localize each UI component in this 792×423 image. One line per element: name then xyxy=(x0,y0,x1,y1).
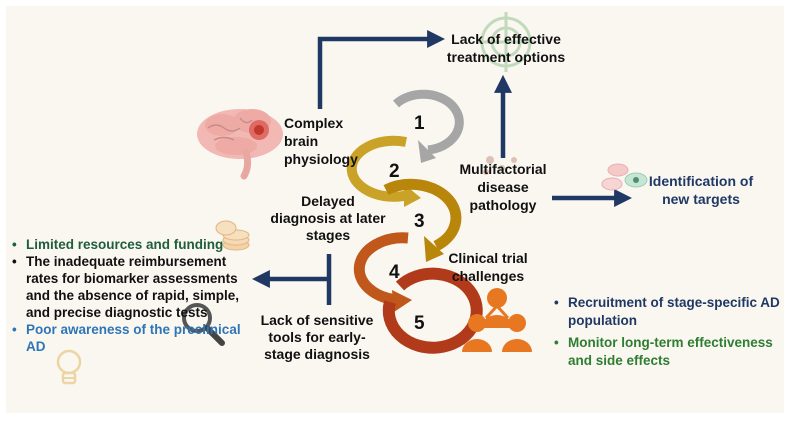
stage-number-3: 3 xyxy=(414,211,425,232)
people-icon xyxy=(462,288,532,352)
label-line: Lack of effective xyxy=(451,31,561,47)
right-bullet-monitor: • Monitor long-term effectiveness and si… xyxy=(552,334,784,370)
bullet-marker: • xyxy=(12,254,17,269)
bullet-text: Recruitment of stage-specific AD populat… xyxy=(568,295,780,328)
label-lack-of-effective-treatment: Lack of effective treatment options xyxy=(440,30,572,66)
label-identification-of-new-targets: Identification of new targets xyxy=(636,172,766,208)
label-complex-brain-physiology: Complex brain physiology xyxy=(284,114,358,168)
label-line: diagnosis at later xyxy=(270,210,386,226)
label-line: Multifactorial xyxy=(459,161,547,177)
bullet-text: Limited resources and funding xyxy=(26,237,224,252)
label-line: physiology xyxy=(284,151,358,167)
bullet-text: Poor awareness of the preclinical AD xyxy=(26,322,241,354)
label-line: stages xyxy=(305,227,351,243)
label-line: Lack of sensitive xyxy=(260,312,374,328)
stage-3-arrowhead xyxy=(424,236,444,262)
label-line: challenges xyxy=(451,268,525,284)
stage-1-arrowhead xyxy=(418,140,436,163)
bullet-marker: • xyxy=(12,322,17,337)
label-line: Clinical trial xyxy=(448,250,528,266)
right-bullet-recruitment: • Recruitment of stage-specific AD popul… xyxy=(552,294,784,330)
label-line: brain xyxy=(284,133,319,149)
bullet-text: The inadequate reimbursement rates for b… xyxy=(26,254,240,320)
stage-2-arc xyxy=(346,135,414,202)
label-line: Delayed xyxy=(301,193,355,209)
label-multifactorial-pathology: Multifactorial disease pathology xyxy=(442,160,564,214)
label-clinical-trial-challenges: Clinical trial challenges xyxy=(432,249,544,285)
background-panel xyxy=(6,6,784,413)
molecule-icon xyxy=(483,156,517,175)
brain-icon xyxy=(197,109,283,180)
left-bullet-poor-awareness: • Poor awareness of the preclinical AD xyxy=(10,321,242,355)
label-line: treatment options xyxy=(446,49,566,65)
stage-4-arrowhead xyxy=(392,290,412,312)
bullet-marker: • xyxy=(554,295,559,310)
label-lack-of-sensitive-tools: Lack of sensitive tools for early- stage… xyxy=(244,312,390,363)
bullet-marker: • xyxy=(554,335,559,350)
stage-number-4: 4 xyxy=(389,262,400,283)
label-line: new targets xyxy=(662,191,740,207)
stage-1-arc xyxy=(392,89,464,155)
bullet-text: Monitor long-term effectiveness and side… xyxy=(568,335,773,368)
label-line: disease xyxy=(477,179,529,195)
cells-icon xyxy=(601,163,648,191)
arrow-to-lack-of-treatment xyxy=(317,30,446,109)
lightbulb-icon xyxy=(56,349,82,385)
stage-4-arc xyxy=(353,232,409,306)
target-icon xyxy=(476,12,536,72)
stage-number-2: 2 xyxy=(389,161,400,182)
bullet-marker: • xyxy=(12,237,17,252)
right-bullet-list: • Recruitment of stage-specific AD popul… xyxy=(552,294,784,370)
label-line: stage diagnosis xyxy=(264,346,370,362)
stage-3-arc xyxy=(383,178,462,251)
label-delayed-diagnosis: Delayed diagnosis at later stages xyxy=(258,193,398,244)
label-line: Identification of xyxy=(648,173,754,189)
label-line: pathology xyxy=(469,197,537,213)
label-line: tools for early- xyxy=(268,329,366,345)
left-bullet-reimbursement: • The inadequate reimbursement rates for… xyxy=(10,253,242,321)
stage-number-1: 1 xyxy=(414,113,425,134)
label-line: Complex xyxy=(284,115,344,131)
left-bullet-limited-resources: • Limited resources and funding xyxy=(10,236,242,253)
coins-icon xyxy=(215,220,250,251)
magnifier-icon xyxy=(182,303,225,346)
left-bullet-list: • Limited resources and funding • The in… xyxy=(10,236,242,355)
stage-number-5: 5 xyxy=(414,313,425,334)
